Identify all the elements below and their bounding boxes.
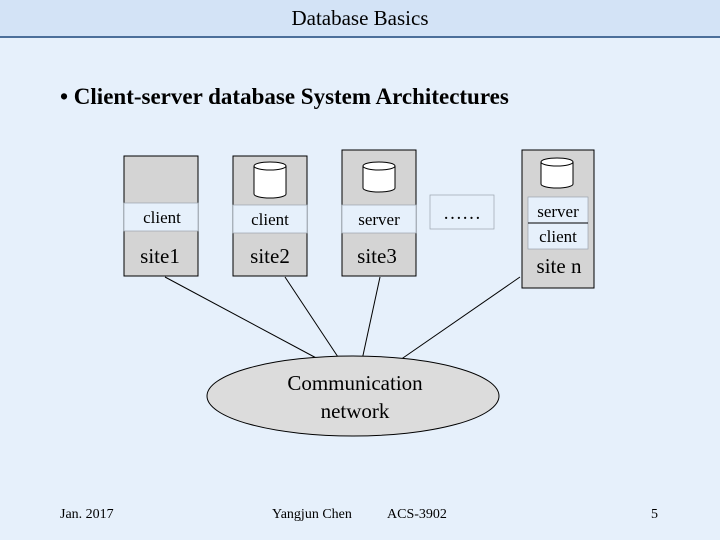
site2-label: site2 xyxy=(250,244,290,268)
siten-label: site n xyxy=(537,254,582,278)
site3-label: site3 xyxy=(357,244,397,268)
connection-line-siten xyxy=(399,276,521,361)
connection-line-site2 xyxy=(284,276,341,361)
ellipsis-box xyxy=(429,194,495,230)
communication-network: Communication network xyxy=(206,355,500,437)
site2-node: client site2 xyxy=(232,155,308,277)
site1-node: client site1 xyxy=(123,155,199,277)
footer-date: Jan. 2017 xyxy=(60,507,114,522)
site1-role-client: client xyxy=(143,208,181,227)
ellipsis-text: …… xyxy=(443,203,481,224)
footer-page-number: 5 xyxy=(651,507,658,522)
site3-server-label-box xyxy=(341,204,417,234)
footer-author: Yangjun Chen xyxy=(272,507,352,522)
site3-node: server site3 xyxy=(341,149,417,277)
database-icon xyxy=(540,157,574,189)
siten-role-server: server xyxy=(537,202,579,221)
site3-role-server: server xyxy=(358,210,400,229)
site1-label: site1 xyxy=(140,244,180,268)
site1-client-label-box xyxy=(123,202,199,232)
slide-subtitle: • Client-server database System Architec… xyxy=(60,84,509,109)
network-ellipse xyxy=(206,355,500,437)
network-label-line1: Communication xyxy=(287,371,423,395)
siten-node: server client site n xyxy=(521,149,595,289)
database-icon xyxy=(253,161,287,199)
connection-line-site3 xyxy=(361,276,381,361)
slide-header: Database Basics xyxy=(0,0,720,38)
network-connections xyxy=(164,276,521,361)
database-icon xyxy=(362,161,396,193)
site2-role-client: client xyxy=(251,210,289,229)
slide-header-title: Database Basics xyxy=(291,6,429,30)
connection-line-site1 xyxy=(164,276,321,361)
footer-course: ACS-3902 xyxy=(387,507,447,522)
network-label-line2: network xyxy=(321,399,390,423)
site2-client-label-box xyxy=(232,204,308,234)
siten-role-client: client xyxy=(539,227,577,246)
ellipsis-node: …… xyxy=(429,194,495,230)
